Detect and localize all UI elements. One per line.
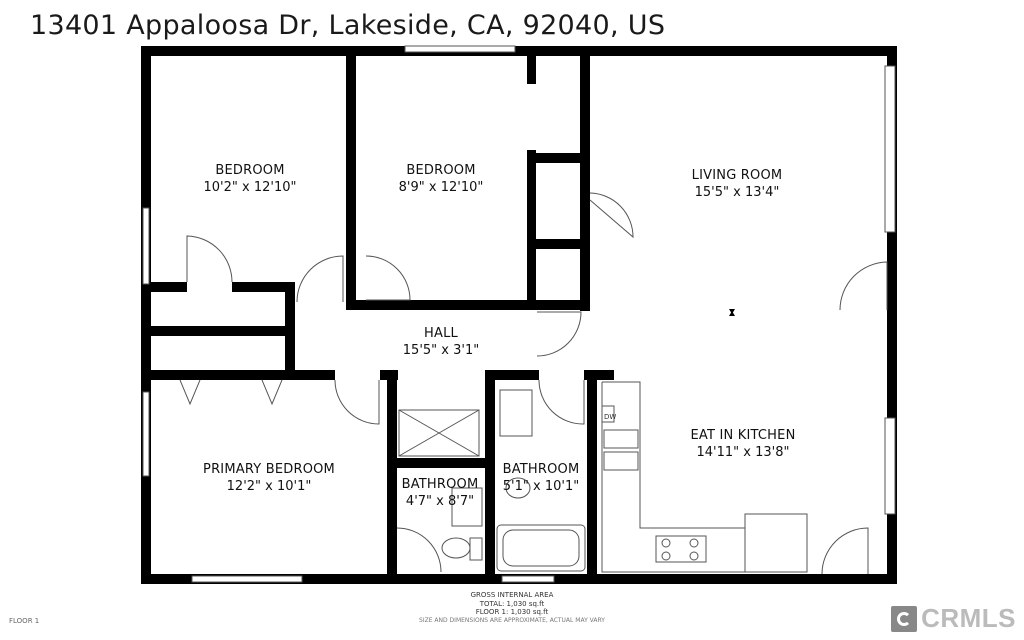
wall-closet-band	[141, 326, 295, 336]
brand-name: CRMLS	[921, 603, 1016, 633]
bath2-toilet	[505, 477, 531, 499]
room-living: LIVING ROOM 15'5" x 13'4"	[692, 167, 783, 201]
wall-bath1-right	[485, 370, 495, 584]
dishwasher	[601, 405, 615, 423]
area-summary: GROSS INTERNAL AREA TOTAL: 1,030 sq.ft F…	[419, 591, 605, 625]
wall-bath1-left	[387, 370, 397, 584]
door-bath2	[538, 379, 585, 425]
wall-shower-bottom	[397, 458, 485, 468]
total-area: TOTAL: 1,030 sq.ft	[479, 599, 545, 608]
door-living	[839, 261, 888, 311]
shower	[398, 409, 480, 457]
room-name: BATHROOM	[502, 462, 580, 477]
wall-hall-left	[285, 282, 295, 380]
wall-bath2-right	[587, 370, 597, 584]
door-bath1	[396, 527, 442, 573]
wall-top	[141, 46, 897, 56]
floor-area: FLOOR 1: 1,030 sq.ft	[475, 608, 549, 616]
door-bed2	[365, 255, 411, 301]
wall-closet-top	[527, 153, 587, 163]
bath2-sink	[499, 389, 533, 437]
window-left-2	[142, 391, 150, 477]
wall-bed1-bottom-a	[141, 282, 187, 292]
room-name: BATHROOM	[401, 477, 479, 492]
room-bathroom-1: BATHROOM 4'7" x 8'7"	[402, 476, 479, 510]
room-hall: HALL 15'5" x 3'1"	[403, 325, 479, 359]
wall-left	[141, 46, 151, 584]
room-bedroom-2: BEDROOM 8'9" x 12'10"	[399, 162, 484, 196]
wall-hall-bottom-d	[485, 370, 539, 380]
wall-closet-left	[527, 150, 536, 300]
kitchen-counter	[602, 381, 745, 529]
bath1-sink	[451, 487, 483, 527]
room-name: PRIMARY BEDROOM	[203, 462, 335, 477]
room-dims: 10'2" x 12'10"	[203, 180, 297, 195]
room-name: EAT IN KITCHEN	[690, 428, 796, 443]
window-bottom-2	[501, 575, 555, 583]
address-title: 13401 Appaloosa Dr, Lakeside, CA, 92040,…	[30, 10, 666, 41]
wall-hall-bottom-a	[141, 370, 191, 380]
room-dims: 4'7" x 8'7"	[405, 494, 475, 509]
closet-bifold-2	[261, 379, 283, 406]
room-name: HALL	[424, 326, 458, 341]
wall-closet-band-2	[141, 370, 295, 380]
stove	[655, 535, 707, 563]
wall-bedroom-divider	[346, 56, 356, 310]
wall-right	[887, 46, 897, 584]
refrigerator	[744, 513, 808, 573]
floor-label: FLOOR 1	[9, 617, 40, 625]
window-top	[404, 45, 516, 53]
bathtub	[496, 524, 586, 572]
room-name: BEDROOM	[406, 163, 476, 178]
room-dims: 5'1" x 10'1"	[502, 479, 580, 494]
window-bottom-1	[191, 575, 303, 583]
room-primary-bedroom: PRIMARY BEDROOM 12'2" x 10'1"	[203, 461, 335, 495]
room-dims: 8'9" x 12'10"	[398, 180, 484, 195]
room-kitchen: EAT IN KITCHEN 14'11" x 13'8"	[691, 427, 796, 461]
door-hall-bed1	[296, 255, 344, 303]
room-name: LIVING ROOM	[691, 168, 783, 183]
closet-bifold-1	[179, 379, 201, 406]
dishwasher-label: DW	[604, 413, 616, 421]
disclaimer: SIZE AND DIMENSIONS ARE APPROXIMATE, ACT…	[419, 616, 605, 624]
hall-marker	[729, 309, 735, 316]
fixtures	[142, 45, 896, 583]
wall-living-left	[580, 56, 590, 311]
room-bedroom-1: BEDROOM 10'2" x 12'10"	[204, 162, 297, 196]
door-hall-closet	[536, 311, 582, 357]
window-right-1	[884, 65, 896, 233]
room-name: BEDROOM	[215, 163, 285, 178]
gross-area-title: GROSS INTERNAL AREA	[470, 591, 554, 599]
room-dims: 15'5" x 13'4"	[694, 185, 780, 200]
room-dims: 15'5" x 3'1"	[402, 343, 480, 358]
door-bed1	[186, 235, 233, 283]
door-primary	[334, 379, 380, 425]
room-bathroom-2: BATHROOM 5'1" x 10'1"	[503, 461, 580, 495]
wall-closet-stub	[527, 56, 536, 84]
door-closet	[589, 192, 634, 239]
wall-bed2-bottom	[356, 300, 587, 310]
bath1-toilet	[441, 537, 471, 559]
window-right-2	[884, 417, 896, 515]
wall-bed1-bottom-b	[232, 282, 292, 292]
window-left-1	[142, 207, 150, 285]
kitchen-sink	[603, 429, 639, 449]
brand-watermark: CRMLS	[891, 603, 1016, 634]
wall-closet-mid	[527, 239, 587, 249]
room-dims: 12'2" x 10'1"	[226, 479, 312, 494]
crmls-logo-icon	[891, 605, 918, 632]
wall-hall-bottom-e	[584, 370, 614, 380]
room-dims: 14'11" x 13'8"	[696, 445, 790, 460]
door-kitchen	[821, 527, 869, 575]
walls	[141, 46, 897, 584]
wall-hall-bottom-b	[285, 370, 335, 380]
